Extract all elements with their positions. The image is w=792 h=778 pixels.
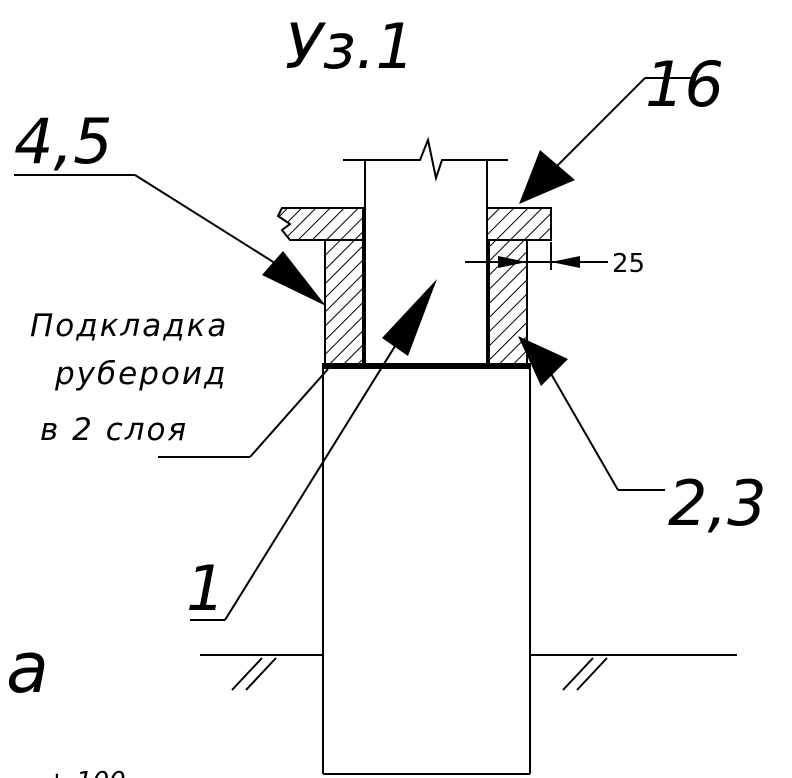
- node-title: Уз.1: [285, 10, 415, 83]
- right-top-board: [486, 207, 552, 241]
- bottom-partial-text: + 100: [46, 767, 126, 778]
- note-line-2: рубероид: [54, 356, 227, 392]
- dimension-25-value: 25: [612, 249, 645, 279]
- note-line-3: в 2 слоя: [40, 412, 188, 448]
- label-a: а: [6, 627, 49, 709]
- label-4-5: 4,5: [14, 105, 113, 178]
- label-2-3: 2,3: [668, 467, 767, 540]
- label-1: 1: [186, 552, 225, 625]
- leader-4-5: [14, 174, 326, 306]
- note-line-1: Подкладка: [30, 308, 228, 344]
- leader-16: [519, 77, 695, 204]
- post: [343, 136, 508, 366]
- ground-line-left: [200, 654, 323, 691]
- dimension-25: [465, 242, 608, 270]
- leader-2-3: [518, 336, 665, 491]
- roofing-felt-underlay: [322, 363, 531, 369]
- left-top-board: [276, 207, 364, 241]
- leader-underlay: [158, 368, 329, 458]
- leader-1: [190, 279, 437, 621]
- ground-line-right: [530, 654, 737, 691]
- left-hatched-block: [324, 239, 364, 365]
- label-16: 16: [645, 48, 724, 121]
- foundation-block: [322, 366, 531, 775]
